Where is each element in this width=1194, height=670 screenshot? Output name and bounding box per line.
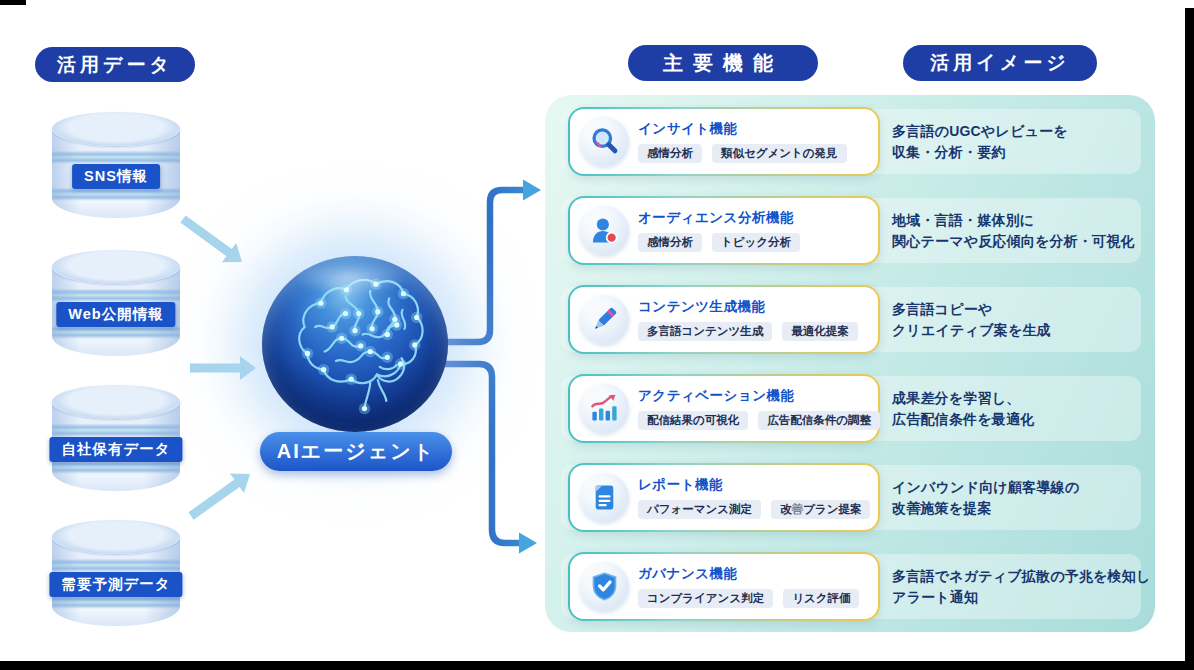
- card-title: レポート機能: [638, 476, 870, 494]
- tag: 配信結果の可視化: [638, 411, 748, 430]
- tag: 多言語コンテンツ生成: [638, 322, 772, 341]
- function-row: インサイト機能 感情分析 類似セグメントの発見 多言語のUGCやレビューを 収集…: [545, 107, 1155, 176]
- ai-agent-badge: AIエージェント: [260, 432, 452, 471]
- function-row: アクティベーション機能 配信結果の可視化 広告配信条件の調整 成果差分を学習し、…: [545, 374, 1155, 443]
- function-row: ガバナンス機能 コンプライアンス判定 リスク評価 多言語でネガティブ拡散の予兆を…: [545, 552, 1155, 621]
- function-card-content: コンテンツ生成機能 多言語コンテンツ生成 最適化提案: [568, 285, 880, 354]
- card-title: インサイト機能: [638, 120, 847, 138]
- feeder-arrow-icons: [180, 215, 256, 519]
- usage-description: 地域・言語・媒体別に 関心テーマや反応傾向を分析・可視化: [892, 196, 1135, 265]
- usage-description: 成果差分を学習し、 広告配信条件を最適化: [892, 374, 1034, 443]
- audience-person-icon: [588, 214, 621, 247]
- tag: リスク評価: [783, 589, 859, 608]
- function-row: オーディエンス分析機能 感情分析 トピック分析 地域・言語・媒体別に 関心テーマ…: [545, 196, 1155, 265]
- usage-description: 多言語でネガティブ拡散の予兆を検知し アラート通知: [892, 552, 1151, 621]
- usage-description: インバウンド向け顧客導線の 改善施策を提案: [892, 463, 1079, 532]
- function-row: レポート機能 パフォーマンス測定 改善プラン提案 インバウンド向け顧客導線の 改…: [545, 463, 1155, 532]
- function-card-governance: ガバナンス機能 コンプライアンス判定 リスク評価: [568, 552, 880, 621]
- usage-description: 多言語コピーや クリエイティブ案を生成: [892, 285, 1051, 354]
- tag: 最適化提案: [782, 322, 858, 341]
- card-title: コンテンツ生成機能: [638, 298, 858, 316]
- tag: 類似セグメントの発見: [712, 144, 847, 163]
- shield-check-icon: [588, 570, 621, 603]
- pencil-icon: [588, 303, 621, 336]
- tag: コンプライアンス判定: [638, 589, 773, 608]
- usage-description: 多言語のUGCやレビューを 収集・分析・要約: [892, 107, 1068, 176]
- function-card-audience: オーディエンス分析機能 感情分析 トピック分析: [568, 196, 880, 265]
- function-card-report: レポート機能 パフォーマンス測定 改善プラン提案: [568, 463, 880, 532]
- arrowhead-icons: [519, 180, 541, 554]
- card-title: オーディエンス分析機能: [638, 209, 800, 227]
- magnifier-icon: [588, 125, 621, 158]
- report-document-icon: [588, 481, 621, 514]
- function-row: コンテンツ生成機能 多言語コンテンツ生成 最適化提案 多言語コピーや クリエイテ…: [545, 285, 1155, 354]
- brain-circuit-icon: [279, 268, 431, 420]
- function-card-insight: インサイト機能 感情分析 類似セグメントの発見: [568, 107, 880, 176]
- tag: トピック分析: [712, 233, 800, 252]
- tag: 感情分析: [638, 144, 702, 163]
- tag: 改善プラン提案: [771, 500, 870, 519]
- tag: 広告配信条件の調整: [758, 411, 880, 430]
- bar-chart-icon: [588, 392, 621, 425]
- ai-brain-sphere: [262, 256, 448, 432]
- tag: 感情分析: [638, 233, 702, 252]
- tag: パフォーマンス測定: [638, 500, 761, 519]
- function-card-activation: アクティベーション機能 配信結果の可視化 広告配信条件の調整: [568, 374, 880, 443]
- card-title: ガバナンス機能: [638, 565, 859, 583]
- functions-panel: インサイト機能 感情分析 類似セグメントの発見 多言語のUGCやレビューを 収集…: [545, 95, 1155, 632]
- card-title: アクティベーション機能: [638, 387, 880, 405]
